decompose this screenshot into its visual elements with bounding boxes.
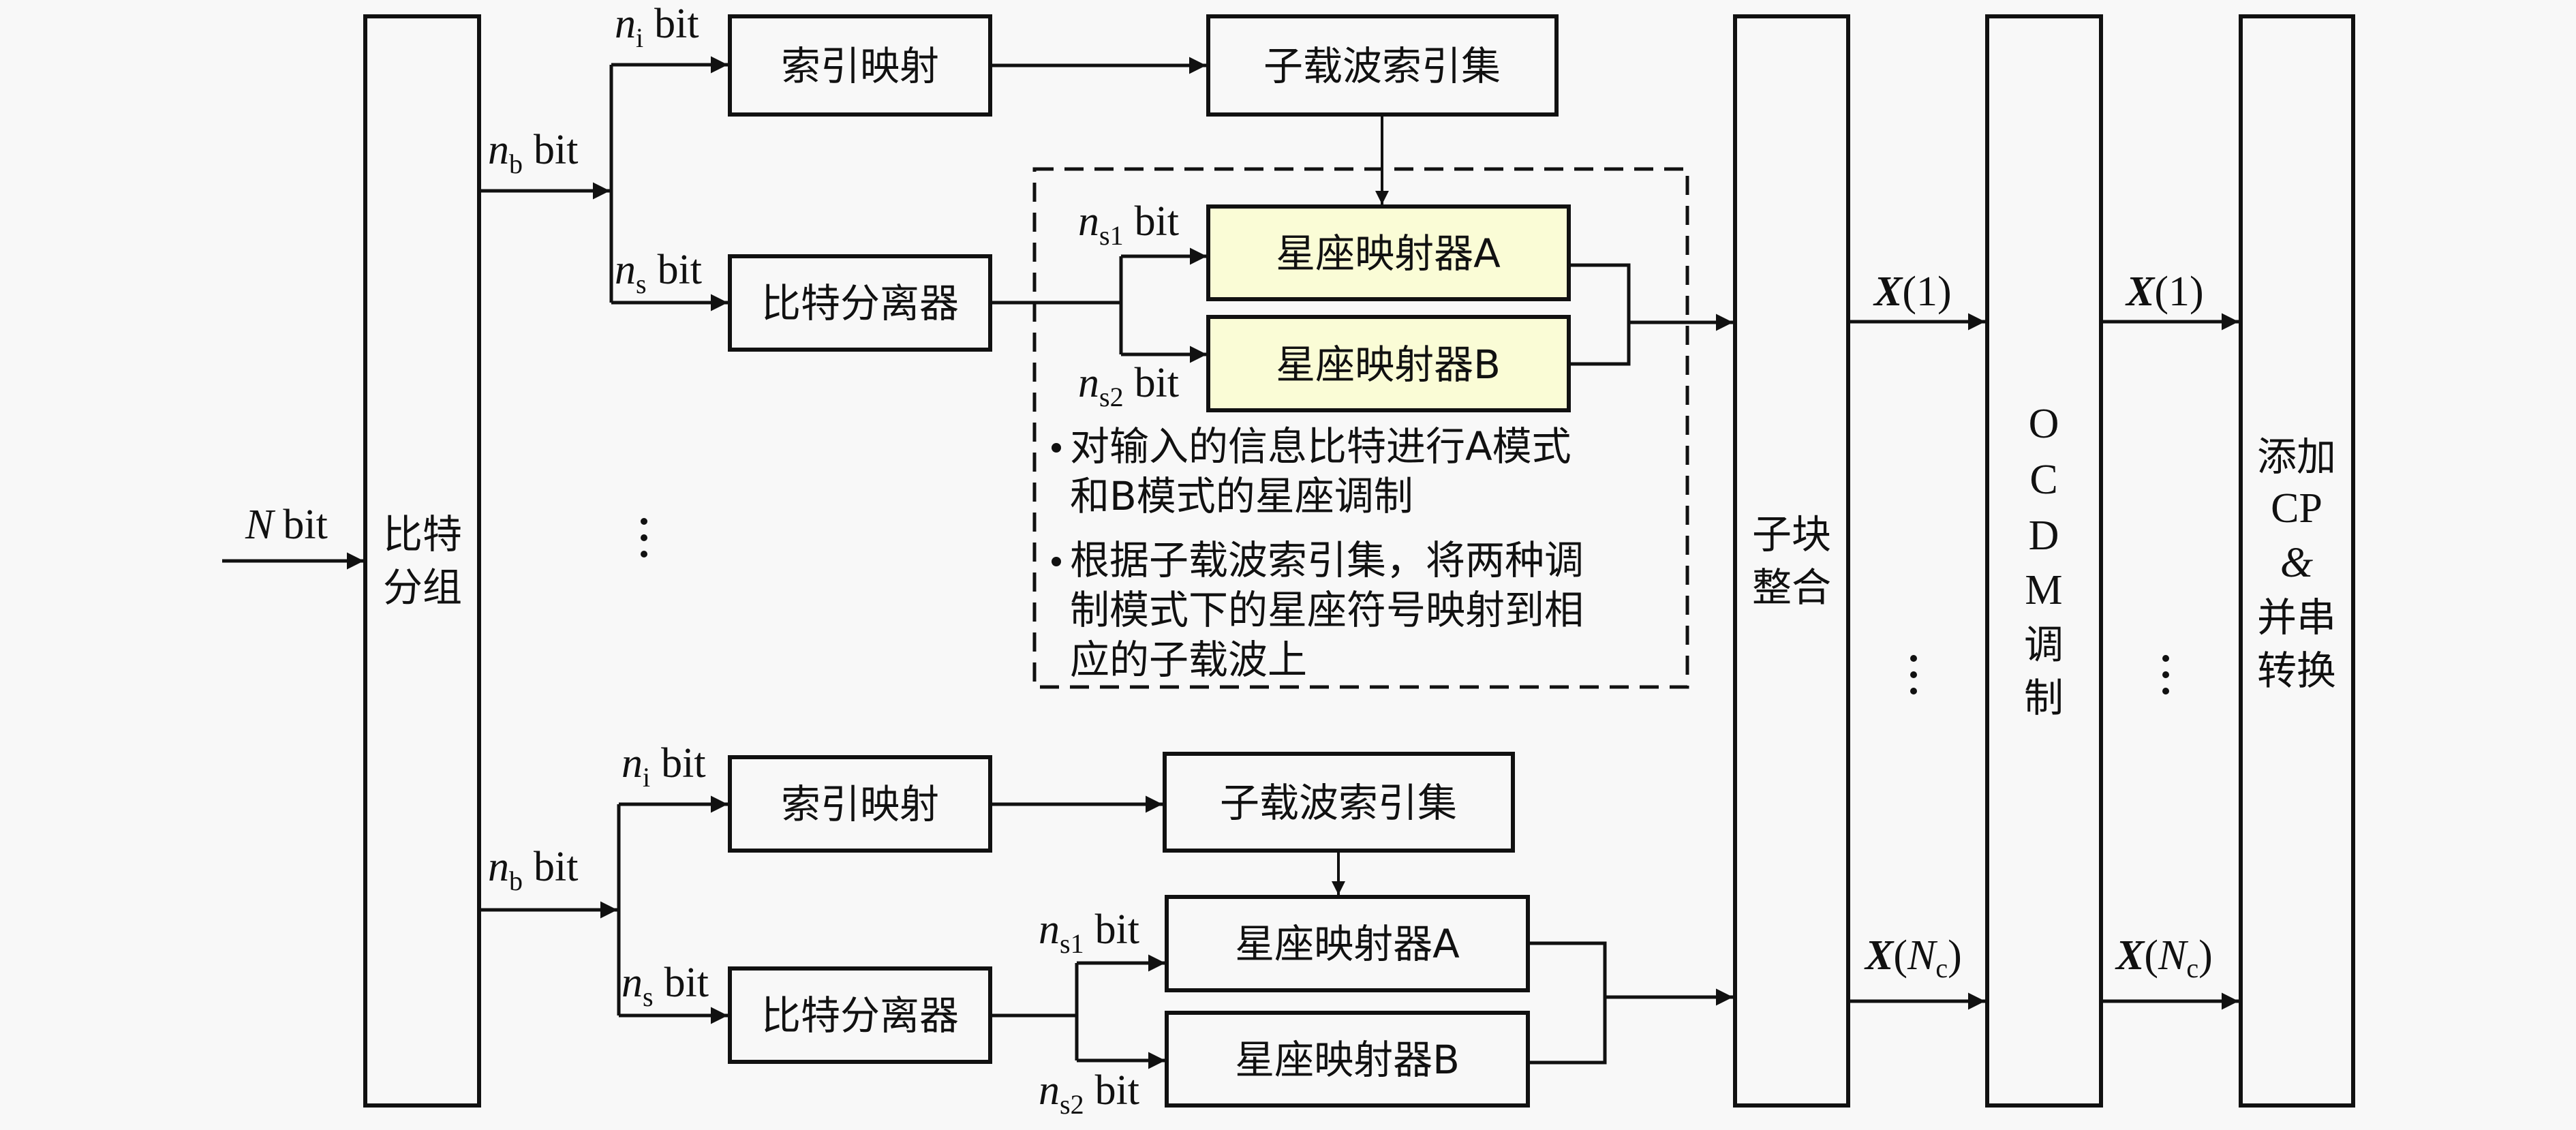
cp-label-line4: 并串: [2257, 594, 2336, 641]
x1-label-2: X(1): [2125, 269, 2204, 315]
branch-1-mapper-b-block[interactable]: 星座映射器B: [1206, 315, 1571, 412]
branch-1-subcarrier-index-set-label: 子载波索引集: [1263, 43, 1501, 89]
branch-1-index-mapping-label: 索引映射: [781, 43, 939, 89]
combine-label-line1: 子块: [1752, 511, 1831, 558]
cp-label-line1: 添加: [2257, 433, 2336, 480]
branch-nc-bit-splitter-label: 比特分离器: [761, 992, 959, 1039]
branch-1-bit-splitter-block[interactable]: 比特分离器: [728, 254, 992, 352]
branch-1-mapper-a-block[interactable]: 星座映射器A: [1206, 204, 1571, 301]
annotation-line-5: 应的子载波上: [1070, 637, 1307, 683]
ocdm-label-m: M: [2025, 567, 2062, 613]
branch-nc-mapper-b-label: 星座映射器B: [1235, 1037, 1460, 1083]
ocdm-label-c: C: [2029, 457, 2057, 503]
annotation-line-3: 根据子载波索引集，将两种调: [1070, 537, 1584, 583]
branch-nc-subcarrier-index-set-block[interactable]: 子载波索引集: [1163, 752, 1515, 853]
ocdm-label-d: D: [2029, 513, 2059, 559]
combine-label-line2: 整合: [1752, 564, 1831, 611]
x1-label-1: X(1): [1873, 269, 1952, 315]
cp-label-line2: CP: [2271, 485, 2322, 532]
ocdm-label-o: O: [2029, 401, 2059, 447]
xnc-label-2: X(Nc): [2115, 932, 2213, 983]
add-cp-ps-block[interactable]: 添加 CP & 并串 转换: [2239, 14, 2355, 1108]
annotation-line-4: 制模式下的星座符号映射到相: [1070, 587, 1584, 633]
annotation-line-1: 对输入的信息比特进行A模式: [1070, 423, 1571, 470]
cp-label-line3: &: [2280, 540, 2313, 586]
bit-grouping-label-line1: 比特: [383, 511, 462, 558]
branch-nc-mapper-a-block[interactable]: 星座映射器A: [1165, 895, 1530, 992]
branch-1-mapper-b-label: 星座映射器B: [1276, 341, 1501, 388]
branch-nc-mapper-b-block[interactable]: 星座映射器B: [1165, 1011, 1530, 1108]
annotation-box: 对输入的信息比特进行A模式 和B模式的星座调制 根据子载波索引集，将两种调 制模…: [1032, 167, 1689, 689]
branch-nc-subcarrier-index-set-label: 子载波索引集: [1220, 780, 1457, 826]
branch-nc-bit-splitter-block[interactable]: 比特分离器: [728, 966, 992, 1064]
branch-1-bit-splitter-label: 比特分离器: [761, 280, 959, 326]
branches-ellipsis: [641, 518, 647, 558]
signals-ellipsis-1: [1910, 655, 1917, 694]
branch-1-subcarrier-index-set-block[interactable]: 子载波索引集: [1206, 14, 1559, 117]
branch-1-mapper-a-label: 星座映射器A: [1276, 230, 1501, 277]
bit-grouping-block[interactable]: 比特 分组: [363, 14, 481, 1108]
branch-nc-index-mapping-label: 索引映射: [781, 781, 939, 827]
ocdm-modulation-block[interactable]: O C D M 调 制: [1985, 14, 2103, 1108]
branch-1-index-mapping-block[interactable]: 索引映射: [728, 14, 992, 117]
annotation-line-2: 和B模式的星座调制: [1070, 473, 1413, 519]
ocdm-label-zhi: 制: [2024, 675, 2064, 721]
signals-ellipsis-2: [2162, 655, 2169, 694]
branch-nc-index-mapping-block[interactable]: 索引映射: [728, 755, 992, 853]
bit-grouping-label-line2: 分组: [383, 564, 462, 611]
ocdm-label-tiao: 调: [2024, 622, 2064, 668]
subblock-combine-block[interactable]: 子块 整合: [1733, 14, 1850, 1108]
annotation-bullet-1: [1052, 443, 1061, 453]
cp-label-line5: 转换: [2257, 647, 2336, 694]
annotation-bullet-2: [1052, 557, 1061, 566]
xnc-label-1: X(Nc): [1864, 932, 1962, 983]
branch-nc-mapper-a-label: 星座映射器A: [1235, 921, 1460, 967]
